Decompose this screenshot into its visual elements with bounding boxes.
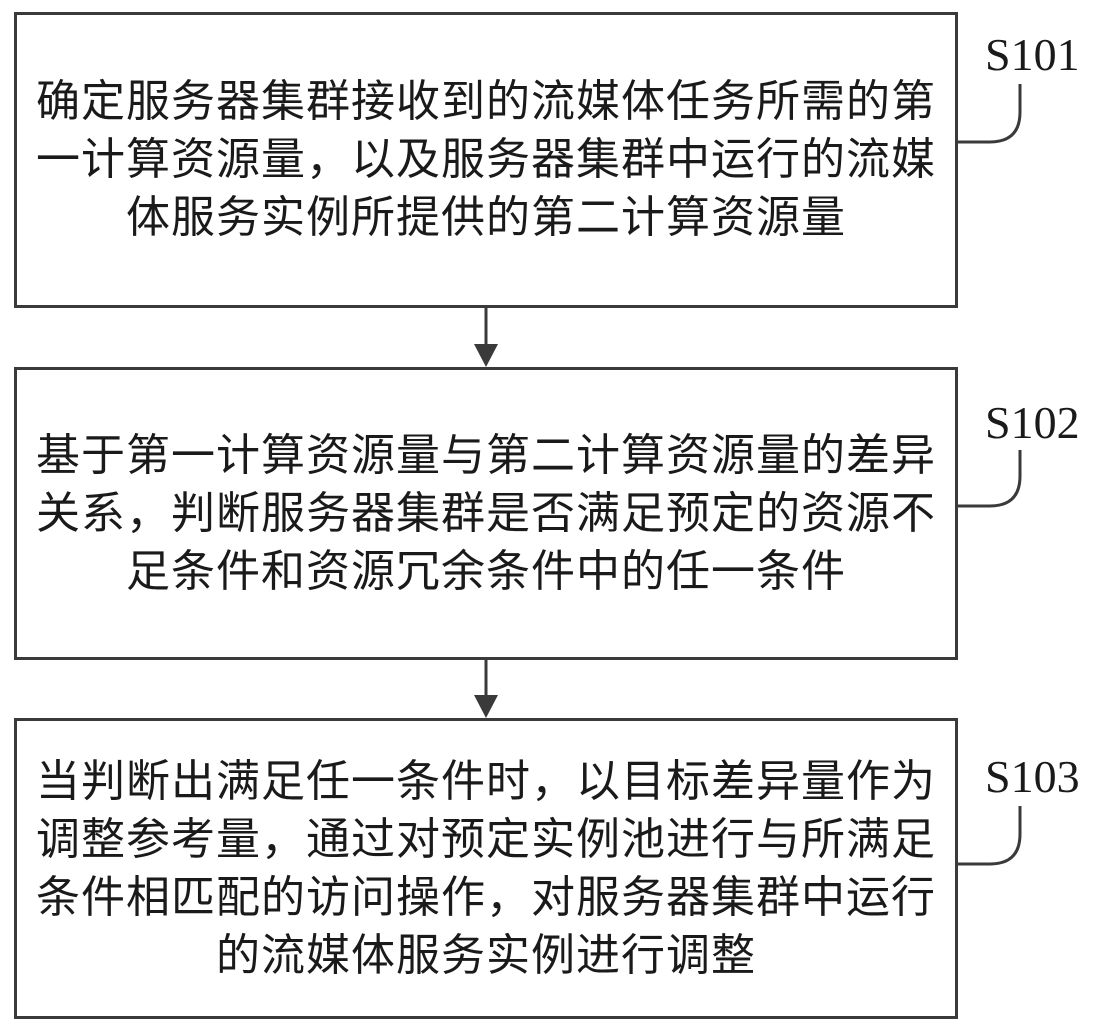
leader-line-s102 xyxy=(958,450,1022,508)
step-box-s102: 基于第一计算资源量与第二计算资源量的差异关系，判断服务器集群是否满足预定的资源不… xyxy=(14,367,958,660)
step-label-s103: S103 xyxy=(985,751,1080,802)
leader-line-s101 xyxy=(958,84,1022,144)
step-text-s103: 当判断出满足任一条件时，以目标差异量作为调整参考量，通过对预定实例池进行与所满足… xyxy=(36,755,936,981)
arrowhead-s102-to-s103 xyxy=(474,695,498,718)
step-box-s103: 当判断出满足任一条件时，以目标差异量作为调整参考量，通过对预定实例池进行与所满足… xyxy=(14,718,958,1019)
step-box-s101: 确定服务器集群接收到的流媒体任务所需的第一计算资源量，以及服务器集群中运行的流媒… xyxy=(14,12,958,308)
arrowhead-s101-to-s102 xyxy=(474,344,498,367)
step-text-s102: 基于第一计算资源量与第二计算资源量的差异关系，判断服务器集群是否满足预定的资源不… xyxy=(36,429,936,597)
step-label-s101: S101 xyxy=(985,29,1080,80)
step-label-s102: S102 xyxy=(985,397,1080,448)
leader-line-s103 xyxy=(958,806,1022,866)
step-text-s101: 确定服务器集群接收到的流媒体任务所需的第一计算资源量，以及服务器集群中运行的流媒… xyxy=(36,76,936,243)
